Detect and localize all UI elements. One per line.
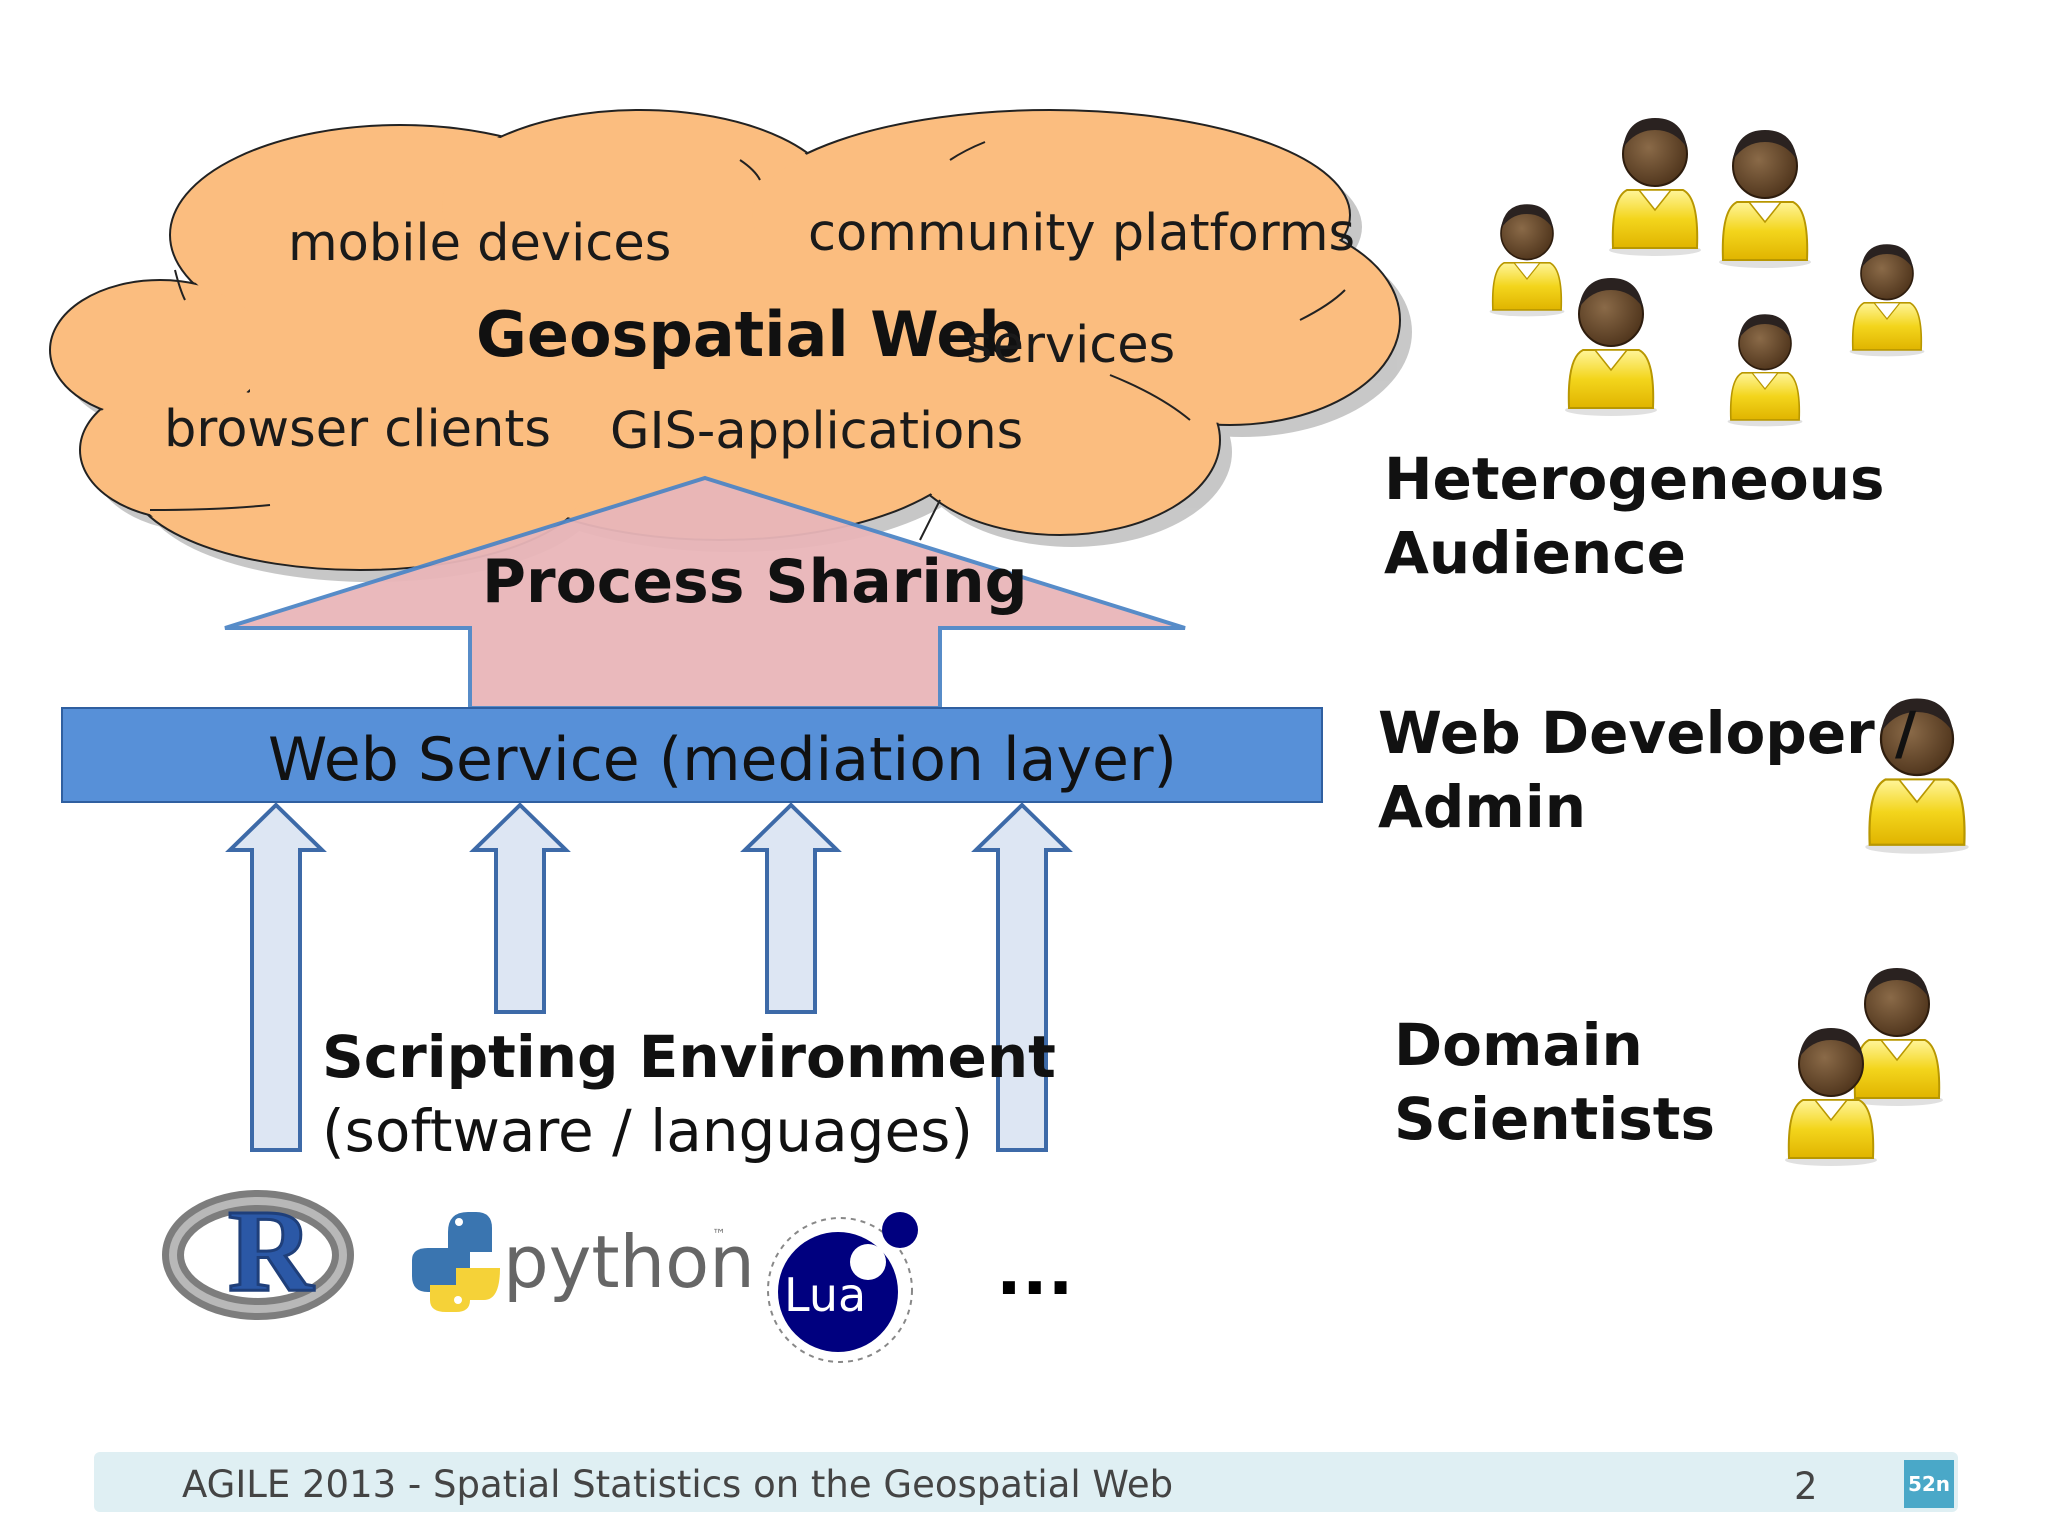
heterogeneous-audience-icons xyxy=(1488,116,1926,428)
scripting-arrows xyxy=(225,802,1073,1152)
scientists-label-line1: Domain xyxy=(1394,1011,1643,1079)
cloud-item-browser-clients: browser clients xyxy=(164,400,551,459)
scripting-subtitle: (software / languages) xyxy=(322,1097,973,1165)
footer-title: AGILE 2013 - Spatial Statistics on the G… xyxy=(182,1463,1174,1506)
scientists-label-line2: Scientists xyxy=(1394,1085,1716,1153)
cloud-item-community-platforms: community platforms xyxy=(808,204,1356,263)
process-sharing-label: Process Sharing xyxy=(482,547,1028,617)
python-wordmark: python xyxy=(503,1220,755,1304)
developer-label-line1: Web Developer / xyxy=(1378,699,1917,767)
up-arrow-2 xyxy=(469,802,571,1014)
web-service-label: Web Service (mediation layer) xyxy=(268,725,1177,795)
cloud-title: Geospatial Web xyxy=(476,298,1023,371)
scripting-title: Scripting Environment xyxy=(322,1023,1056,1091)
page-number: 2 xyxy=(1794,1465,1818,1508)
domain-scientists-icons xyxy=(1783,966,1945,1168)
r-logo-letter: R xyxy=(226,1185,314,1316)
python-logo-icon xyxy=(412,1212,500,1312)
up-arrow-1 xyxy=(225,802,327,1152)
cloud-item-services: services xyxy=(966,316,1176,375)
up-arrow-3 xyxy=(740,802,842,1014)
cloud-item-gis-applications: GIS-applications xyxy=(610,402,1024,461)
cloud-fill-core xyxy=(52,112,1398,568)
heterogeneous-label-line2: Audience xyxy=(1384,519,1686,587)
footer-bar xyxy=(94,1452,1958,1512)
heterogeneous-label-line1: Heterogeneous xyxy=(1384,445,1885,513)
cloud-item-mobile-devices: mobile devices xyxy=(288,214,672,273)
lua-logo xyxy=(767,1212,918,1363)
lua-wordmark: Lua xyxy=(784,1268,867,1322)
more-languages-ellipsis: ... xyxy=(996,1232,1074,1311)
web-service-bar xyxy=(61,707,1323,803)
python-trademark: ™ xyxy=(712,1227,726,1243)
developer-label-line2: Admin xyxy=(1378,773,1587,841)
up-arrow-4 xyxy=(971,802,1073,1152)
cloud-lobe-lines xyxy=(149,141,1346,541)
52n-logo: 52n xyxy=(1904,1460,1954,1508)
r-logo xyxy=(162,1190,354,1320)
